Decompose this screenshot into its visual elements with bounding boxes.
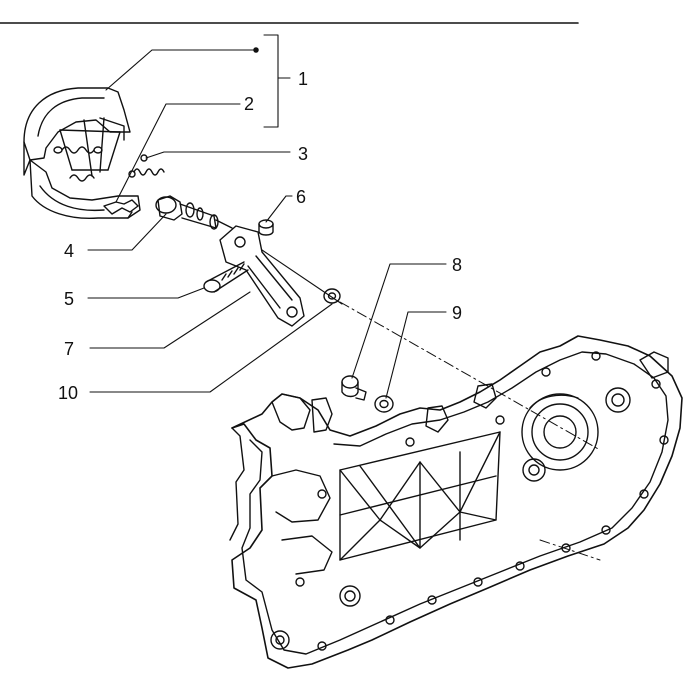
brake-shoes-part [23, 87, 141, 219]
leader-7 [89, 291, 251, 349]
callout-10: 10 [58, 383, 79, 403]
leader-1 [105, 49, 257, 91]
pin-part [258, 219, 274, 236]
clip-part [103, 199, 139, 215]
screw-part [203, 261, 249, 293]
camshaft-part [155, 195, 233, 230]
assembly-axis-line [339, 301, 601, 451]
leader-10 [89, 303, 333, 393]
leader-6 [265, 195, 293, 223]
callout-6: 6 [296, 187, 307, 207]
leader-5 [87, 287, 205, 299]
callout-3: 3 [298, 144, 309, 164]
callout-7: 7 [64, 339, 75, 359]
leader-4 [87, 213, 167, 251]
callout-4: 4 [64, 241, 75, 261]
plug-part [341, 375, 367, 401]
callout-2: 2 [244, 94, 255, 114]
leader-9 [385, 311, 447, 399]
callout-1: 1 [298, 69, 309, 89]
crankcase-part [229, 335, 683, 669]
leader-lines [87, 34, 447, 399]
bracket-1 [263, 34, 279, 128]
callout-5: 5 [64, 289, 75, 309]
washer-part [323, 288, 341, 304]
leader-3 [145, 151, 291, 159]
seal-part [374, 395, 394, 413]
callout-9: 9 [452, 303, 463, 323]
leader-2 [115, 103, 241, 203]
callout-8: 8 [452, 255, 463, 275]
leader-8 [351, 263, 447, 379]
lever-part [219, 225, 343, 327]
